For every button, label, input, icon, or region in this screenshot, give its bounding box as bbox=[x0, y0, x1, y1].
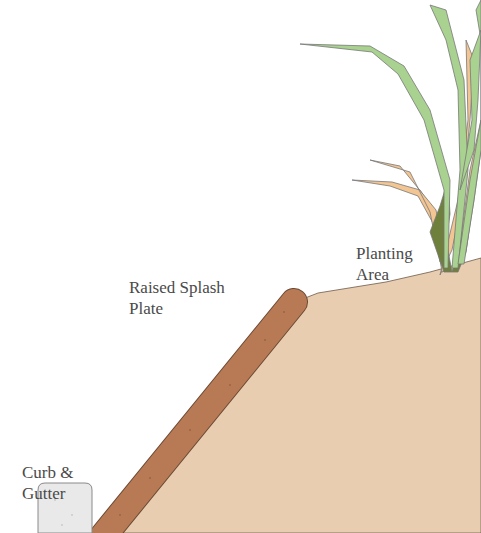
curb-label: Curb & Gutter bbox=[22, 462, 84, 504]
curb-texture bbox=[54, 499, 73, 526]
plant bbox=[300, 0, 481, 275]
splash-plate-label: Raised Splash Plate bbox=[129, 277, 239, 319]
planting-area-label: Planting Area bbox=[356, 243, 428, 285]
splash-plate-edge bbox=[100, 302, 294, 533]
plate-texture bbox=[119, 311, 285, 516]
splash-plate bbox=[100, 302, 294, 533]
